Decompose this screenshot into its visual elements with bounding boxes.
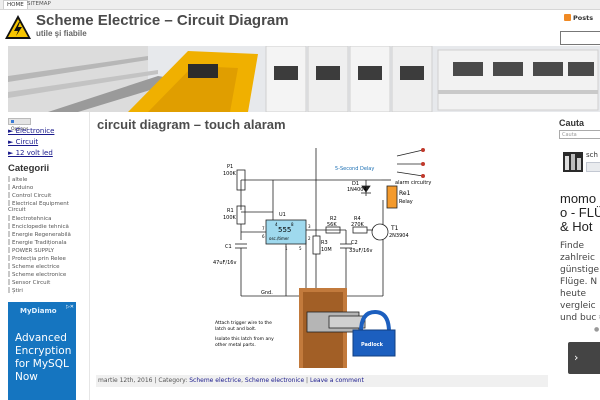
rss-icon	[564, 14, 571, 21]
post-meta: martie 12th, 2016 | Category: Scheme ele…	[96, 375, 548, 387]
svg-text:56K: 56K	[327, 222, 337, 228]
options-button[interactable]: Options	[8, 118, 31, 132]
circuit-diagram-image[interactable]: P1 100K R1 100K C1 47uF/16v U1 555 osc./…	[211, 140, 437, 368]
svg-text:U1: U1	[279, 212, 286, 218]
svg-text:R1: R1	[227, 208, 234, 214]
svg-text:P1: P1	[227, 164, 233, 170]
svg-text:2N3904: 2N3904	[389, 233, 409, 239]
top-nav-bar: HOME SITEMAP	[0, 0, 600, 10]
svg-text:R4: R4	[354, 216, 361, 222]
ad-pager-dots: ● ○	[594, 326, 600, 333]
ad-close-icon[interactable]: ✕	[598, 314, 600, 321]
nav-sitemap[interactable]: SITEMAP	[27, 1, 51, 7]
category-item[interactable]: Electrical Equipment	[8, 200, 69, 207]
svg-text:Padlock: Padlock	[361, 342, 384, 348]
svg-text:R2: R2	[330, 216, 337, 222]
left-sidebar: Options ► Electronice ► Circuit ► 12 vol…	[8, 118, 78, 400]
svg-text:C2: C2	[351, 240, 358, 246]
svg-text:Attach trigger wire to the: Attach trigger wire to the	[215, 320, 272, 326]
svg-text:4: 4	[275, 222, 278, 227]
category-item[interactable]: POWER SUPPLY	[8, 247, 54, 254]
right-advertisement[interactable]: momo o - FLÜ & Hot Finde zahlreic günsti…	[560, 192, 600, 400]
svg-text:Relay: Relay	[399, 199, 413, 205]
svg-text:Isolate this latch from any: Isolate this latch from any	[215, 336, 274, 342]
leave-comment-link[interactable]: Leave a comment	[309, 377, 364, 384]
category-item[interactable]: Energie Regenerabilă	[8, 231, 71, 238]
category-item[interactable]: Electrotehnica	[8, 215, 52, 222]
categories-title: Categorii	[8, 163, 50, 174]
category-item[interactable]: Scheme electronice	[8, 271, 66, 278]
ad-heading: momo o - FLÜ & Hot	[560, 191, 600, 234]
options-icon	[11, 120, 14, 123]
category-item[interactable]: Energie Tradiționala	[8, 239, 67, 246]
posts-rss-link[interactable]: Posts	[564, 14, 593, 22]
search-title: Cauta	[559, 118, 585, 128]
category-item[interactable]: Circuit	[8, 207, 26, 213]
ad-brand: MyDiamo	[20, 307, 57, 315]
svg-text:D1: D1	[352, 181, 359, 187]
category-link-scheme-electrice[interactable]: Scheme electrice	[189, 377, 242, 384]
svg-text:alarm circuitry: alarm circuitry	[395, 180, 431, 186]
svg-text:270K: 270K	[351, 222, 365, 228]
category-item[interactable]: Enciclopedie tehnică	[8, 223, 69, 230]
category-item[interactable]: Control Circuit	[8, 192, 51, 199]
ad-text: Advanced Encryption for MySQL Now	[15, 332, 72, 383]
svg-text:1: 1	[285, 246, 288, 251]
category-item[interactable]: Arduino	[8, 184, 33, 191]
svg-text:osc./timer: osc./timer	[269, 236, 289, 241]
ad-open-button[interactable]: ›	[568, 342, 600, 374]
svg-text:8: 8	[291, 222, 294, 227]
svg-text:100K: 100K	[223, 215, 237, 221]
search-input[interactable]: Cauta	[559, 130, 600, 139]
facebook-page-name[interactable]: sch	[586, 151, 598, 159]
category-item[interactable]: Scheme electrice	[8, 263, 60, 270]
category-item[interactable]: Sensor Circuit	[8, 279, 50, 286]
svg-text:C1: C1	[225, 244, 232, 250]
category-item[interactable]: Protecția prin Relee	[8, 255, 66, 262]
nav-home[interactable]: HOME	[3, 0, 28, 9]
svg-text:555: 555	[278, 226, 291, 234]
svg-text:latch out and bolt.: latch out and bolt.	[215, 326, 256, 332]
header-search-input[interactable]	[560, 31, 600, 45]
post-title[interactable]: circuit diagram – touch alaram	[97, 117, 286, 132]
ad-body: Finde zahlreic günstige Flüge. N heute v…	[560, 241, 600, 323]
ad-close-icon[interactable]: ▷✕	[65, 304, 74, 310]
right-sidebar: Cauta Cauta sch momo o - FLÜ & Hot Finde…	[552, 112, 600, 400]
category-item[interactable]: Știri	[8, 287, 23, 294]
svg-text:5: 5	[299, 246, 302, 251]
posts-label: Posts	[573, 14, 594, 22]
site-title[interactable]: Scheme Electrice – Circuit Diagram	[36, 12, 289, 29]
options-label: Options	[11, 127, 29, 132]
svg-text:7: 7	[262, 226, 265, 231]
svg-text:10M: 10M	[321, 247, 332, 253]
svg-text:R3: R3	[321, 240, 328, 246]
nav-link-circuit[interactable]: ► Circuit	[8, 138, 39, 146]
nav-link-12-volt-led[interactable]: ► 12 volt led	[8, 149, 53, 157]
high-voltage-logo-icon[interactable]	[4, 14, 32, 40]
post-date: martie 12th, 2016 | Category:	[98, 377, 190, 384]
svg-text:100K: 100K	[223, 171, 237, 177]
svg-text:Re1: Re1	[399, 190, 411, 197]
svg-text:other metal parts.: other metal parts.	[215, 342, 256, 348]
svg-text:6: 6	[262, 234, 265, 239]
svg-text:47uF/16v: 47uF/16v	[213, 260, 236, 266]
svg-text:5-Second Delay: 5-Second Delay	[335, 166, 374, 172]
main-content: circuit diagram – touch alaram	[89, 112, 552, 400]
meta-separator: |	[304, 377, 310, 384]
svg-text:3: 3	[308, 224, 311, 229]
site-description: utile şi fiabile	[36, 29, 87, 38]
header-banner-image	[8, 46, 600, 112]
category-link-scheme-electronice[interactable]: Scheme electronice	[244, 377, 305, 384]
svg-text:T1: T1	[390, 225, 399, 232]
svg-text:1N4004: 1N4004	[347, 187, 367, 193]
facebook-like-button[interactable]	[586, 162, 600, 172]
category-item[interactable]: altele	[8, 176, 27, 183]
meta-separator: ,	[241, 377, 245, 384]
nav-link-electronice[interactable]: ► Electronice	[8, 127, 55, 135]
left-advertisement[interactable]: ▷✕ MyDiamo Advanced Encryption for MySQL…	[8, 302, 76, 400]
facebook-page-thumbnail[interactable]	[563, 152, 583, 172]
svg-text:33uF/16v: 33uF/16v	[349, 248, 372, 254]
svg-text:Gnd.: Gnd.	[261, 290, 273, 296]
svg-text:2: 2	[308, 236, 311, 241]
